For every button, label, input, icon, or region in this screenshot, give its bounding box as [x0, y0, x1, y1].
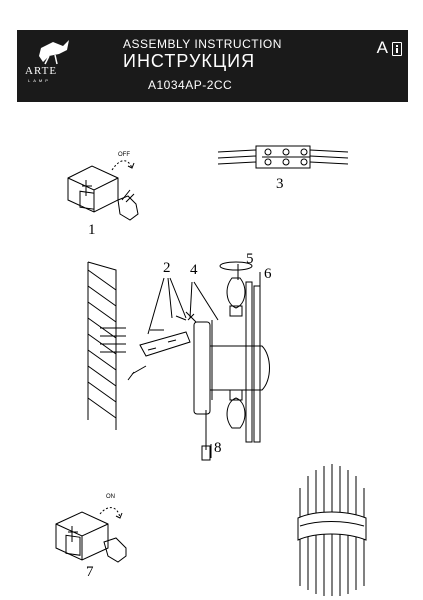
info-icon: [392, 42, 402, 56]
header-banner: ARTE LAMP ASSEMBLY INSTRUCTION ИНСТРУКЦИ…: [17, 30, 408, 102]
arte-lamp-logo: [39, 40, 69, 65]
switch-off-illustration: [67, 160, 139, 221]
switch-on-illustration: [55, 507, 127, 563]
model-number: A1034AP-2CC: [148, 78, 233, 92]
title-english: ASSEMBLY INSTRUCTION: [123, 37, 282, 51]
wire-connector-illustration: [217, 145, 349, 169]
logo-text: ARTE: [25, 65, 58, 77]
part-4-label: 4: [190, 262, 198, 278]
off-label: OFF: [118, 152, 130, 158]
on-label: ON: [106, 494, 115, 500]
title-russian: ИНСТРУКЦИЯ: [123, 51, 256, 71]
part-6-label: 6: [264, 266, 272, 282]
wall-hatching: [87, 261, 126, 430]
step-7-number: 7: [86, 564, 94, 580]
lamp-body: [193, 320, 270, 461]
finished-fixture: [297, 464, 367, 596]
part-5-label: 5: [246, 251, 254, 267]
step-1-number: 1: [88, 222, 96, 238]
part-2-label: 2: [163, 260, 171, 276]
mounting-bracket: [127, 311, 197, 381]
language-letter: A: [376, 38, 388, 57]
bulb-bottom: [226, 389, 246, 429]
step-3-number: 3: [276, 176, 284, 192]
logo-subtext: LAMP: [28, 78, 51, 83]
glass-rods: [245, 281, 261, 443]
part-8-label: 8: [214, 440, 222, 456]
bulb-top: [219, 261, 253, 317]
